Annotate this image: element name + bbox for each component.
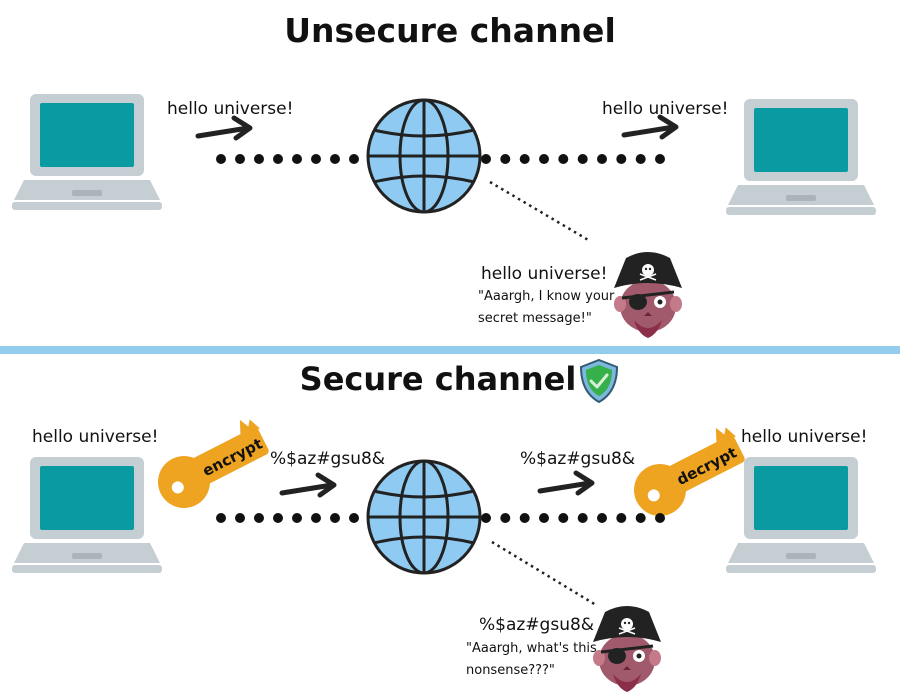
secure-receiver-laptop-icon <box>726 457 876 573</box>
secure-eavesdrop-line <box>491 540 597 607</box>
dot <box>558 154 569 164</box>
dot <box>500 154 511 164</box>
dot <box>349 154 359 164</box>
dot <box>311 513 321 523</box>
dot <box>597 154 607 164</box>
section-divider <box>0 346 900 354</box>
encrypt-key-icon: encrypt <box>147 413 278 517</box>
dot <box>330 154 340 164</box>
unsecure-right-arrow-icon <box>624 117 676 137</box>
dot <box>349 513 359 523</box>
unsecure-pirate-quote-line2: secret message!" <box>478 311 592 326</box>
unsecure-left-arrow-icon <box>198 118 250 138</box>
unsecure-title: Unsecure channel <box>284 11 616 50</box>
dot <box>655 513 665 523</box>
dot <box>500 513 511 523</box>
dot <box>577 154 588 164</box>
unsecure-eavesdrop-line <box>489 180 591 243</box>
dot <box>577 513 588 523</box>
unsecure-left-dotted-line <box>216 154 359 164</box>
dot <box>216 513 226 523</box>
secure-internet-globe-icon <box>366 459 482 575</box>
dot <box>254 154 264 164</box>
dot <box>235 154 245 164</box>
shield-check-icon <box>579 358 619 404</box>
dot <box>635 154 646 164</box>
secure-cipher-left: %$az#gsu8& <box>270 449 385 469</box>
secure-cipher-right: %$az#gsu8& <box>520 449 635 469</box>
dot <box>311 154 321 164</box>
dot <box>635 513 646 523</box>
secure-pirate-intercepted: %$az#gsu8& <box>479 615 594 635</box>
secure-section: Secure channel hello universe! hello uni… <box>12 358 876 694</box>
secure-sender-message: hello universe! <box>32 427 158 447</box>
dot <box>273 154 283 164</box>
dot <box>273 513 283 523</box>
secure-pirate-quote-line1: "Aaargh, what's this <box>466 641 597 656</box>
secure-right-dotted-line <box>481 513 665 523</box>
dot <box>481 154 491 164</box>
decrypt-key-icon: decrypt <box>623 421 754 525</box>
dot <box>616 513 627 523</box>
secure-sender-laptop-icon <box>12 457 162 573</box>
unsecure-section: Unsecure channel hello universe! hello u… <box>12 11 876 340</box>
sender-laptop-icon <box>12 94 162 210</box>
unsecure-right-dotted-line <box>481 154 665 164</box>
unsecure-pirate-intercepted: hello universe! <box>481 264 607 284</box>
secure-right-arrow-icon <box>540 473 592 493</box>
secure-left-dotted-line <box>216 513 359 523</box>
unsecure-receiver-message: hello universe! <box>602 99 728 119</box>
dot <box>597 513 607 523</box>
secure-title: Secure channel <box>300 360 577 398</box>
secure-pirate-icon <box>591 604 663 694</box>
dot <box>539 513 549 523</box>
unsecure-sender-message: hello universe! <box>167 99 293 119</box>
secure-left-arrow-icon <box>282 475 334 495</box>
dot <box>655 154 665 164</box>
dot <box>539 154 549 164</box>
unsecure-pirate-quote-line1: "Aaargh, I know your <box>478 289 615 304</box>
secure-pirate-quote-line2: nonsense???" <box>466 663 555 678</box>
dot <box>292 513 302 523</box>
dot <box>254 513 264 523</box>
dot <box>330 513 340 523</box>
dot <box>519 154 530 164</box>
unsecure-internet-globe-icon <box>366 98 482 214</box>
dot <box>235 513 245 523</box>
dot <box>292 154 302 164</box>
secure-receiver-message: hello universe! <box>741 427 867 447</box>
unsecure-pirate-icon <box>612 250 684 340</box>
dot <box>216 154 226 164</box>
dot <box>519 513 530 523</box>
dot <box>558 513 569 523</box>
dot <box>616 154 627 164</box>
receiver-laptop-icon <box>726 99 876 215</box>
dot <box>481 513 491 523</box>
